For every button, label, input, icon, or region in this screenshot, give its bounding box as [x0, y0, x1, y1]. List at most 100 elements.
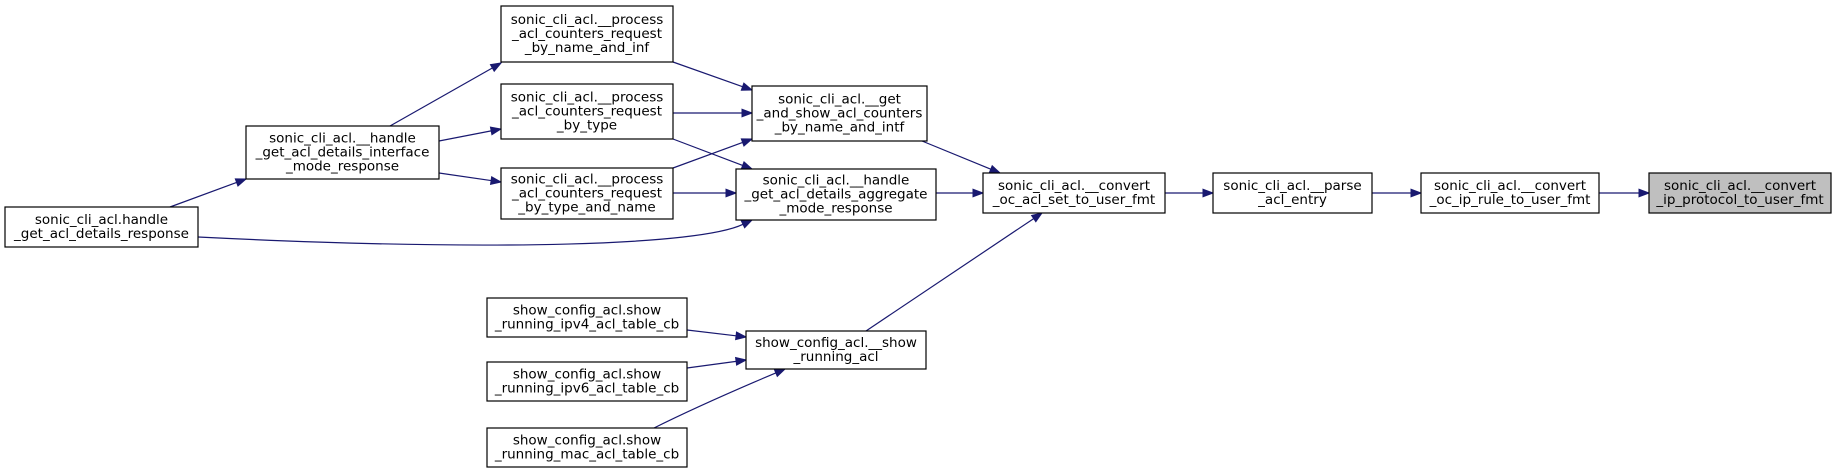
edge-handle_aggregate-to-convert_oc_acl_set [936, 188, 985, 198]
node-ipv6-cb[interactable]: show_config_acl.show_running_ipv6_acl_ta… [486, 361, 688, 402]
node-box [1420, 172, 1600, 214]
node-label-line: _mode_response [285, 159, 399, 175]
arrow-head [741, 108, 754, 118]
arrow-head [489, 126, 503, 136]
edge-line [672, 138, 743, 167]
edge-line [389, 67, 493, 127]
node-label-line: _running_ipv4_acl_table_cb [494, 317, 679, 333]
node-label-line: _acl_counters_request [511, 26, 662, 42]
arrow-head [740, 82, 754, 91]
node-process-type[interactable]: sonic_cli_acl.__process_acl_counters_req… [500, 83, 674, 140]
node-label-line: sonic_cli_acl.__process [511, 90, 664, 106]
arrow-head [740, 161, 754, 170]
edge-line [197, 223, 744, 246]
edge-get_and_show-to-convert_oc_acl_set [921, 140, 1002, 174]
node-label-line: sonic_cli_acl.handle [35, 212, 168, 228]
node-show-running-acl[interactable]: show_config_acl.__show_running_acl [745, 330, 927, 370]
edge-ipv4_cb-to-show_running_acl [686, 329, 748, 341]
edge-handle_response-to-handle_aggregate [197, 219, 754, 246]
node-box [1212, 172, 1373, 214]
node-label-line: _oc_acl_set_to_user_fmt [992, 192, 1155, 208]
node-box [1648, 172, 1832, 214]
node-label-line: _acl_entry [1257, 192, 1327, 208]
arrow-head [1638, 188, 1651, 198]
arrow-head [234, 178, 248, 187]
node-label-line: show_config_acl.show [513, 303, 661, 319]
node-label-line: _by_type_and_name [517, 200, 655, 216]
node-label-line: sonic_cli_acl.__handle [763, 173, 910, 189]
node-handle-interface[interactable]: sonic_cli_acl.__handle_get_acl_details_i… [245, 125, 440, 180]
node-convert-oc-ip-rule[interactable]: sonic_cli_acl.__convert_oc_ip_rule_to_us… [1420, 172, 1600, 214]
node-label-line: _mode_response [778, 201, 892, 217]
node-label-line: _acl_counters_request [511, 186, 662, 202]
edge-handle_interface-to-process_type [438, 126, 503, 142]
node-box [4, 206, 199, 248]
node-label-line: _running_ipv6_acl_table_cb [494, 381, 679, 397]
arrow-head [735, 331, 748, 341]
arrow-head [988, 164, 1002, 174]
node-process-type-name[interactable]: sonic_cli_acl.__process_acl_counters_req… [500, 167, 674, 220]
node-convert-oc-acl-set[interactable]: sonic_cli_acl.__convert_oc_acl_set_to_us… [982, 172, 1166, 214]
edge-convert_oc_ip_rule-to-convert_ip_protocol [1599, 188, 1651, 198]
node-box [751, 85, 928, 142]
node-box [745, 330, 927, 370]
edge-line [672, 141, 743, 169]
arrow-head [740, 138, 754, 147]
node-handle-aggregate[interactable]: sonic_cli_acl.__handle_get_acl_details_a… [735, 168, 937, 221]
arrow-head [1202, 188, 1215, 198]
arrow-head [734, 356, 748, 366]
node-label-line: _acl_counters_request [511, 104, 662, 120]
node-box [486, 297, 688, 338]
node-box [735, 168, 937, 221]
node-box [500, 83, 674, 140]
edge-line [653, 372, 777, 429]
node-box [245, 125, 440, 180]
arrow-head [725, 188, 738, 198]
node-label-line: _running_acl [792, 349, 878, 365]
node-label-line: sonic_cli_acl.__process [511, 12, 664, 28]
node-handle-response[interactable]: sonic_cli_acl.handle_get_acl_details_res… [4, 206, 199, 248]
node-label-line: show_config_acl.show [513, 433, 661, 449]
arrow-head [740, 219, 754, 229]
node-convert-ip-protocol[interactable]: sonic_cli_acl.__convert_ip_protocol_to_u… [1648, 172, 1832, 214]
edge-convert_oc_acl_set-to-parse_acl_entry [1165, 188, 1215, 198]
node-label-line: _get_acl_details_aggregate [743, 187, 927, 203]
node-label-line: _by_name_and_intf [774, 120, 906, 136]
node-label-line: _ip_protocol_to_user_fmt [1655, 192, 1823, 208]
node-parse-acl-entry[interactable]: sonic_cli_acl.__parse_acl_entry [1212, 172, 1373, 214]
node-label-line: sonic_cli_acl.__convert [1434, 178, 1586, 194]
edge-show_running_acl-to-convert_oc_acl_set [865, 212, 1044, 332]
node-box [500, 167, 674, 220]
node-label-line: _running_mac_acl_table_cb [494, 447, 679, 463]
node-label-line: _by_name_and_inf [524, 40, 651, 56]
node-box [486, 361, 688, 402]
edge-process_type_name-to-get_and_show [672, 138, 754, 169]
node-label-line: _and_show_acl_counters [756, 106, 923, 122]
node-box [500, 5, 674, 63]
edge-process_type-to-get_and_show [673, 108, 754, 118]
edges-layer [169, 61, 1651, 429]
edge-line [438, 130, 492, 142]
node-label-line: show_config_acl.__show [755, 335, 917, 351]
node-ipv4-cb[interactable]: show_config_acl.show_running_ipv4_acl_ta… [486, 297, 688, 338]
node-box [982, 172, 1166, 214]
node-get-and-show[interactable]: sonic_cli_acl.__get_and_show_acl_counter… [751, 85, 928, 142]
edge-line [921, 140, 991, 170]
edge-ipv6_cb-to-show_running_acl [686, 356, 748, 369]
edge-process_type_name-to-handle_aggregate [673, 188, 738, 198]
node-mac-cb[interactable]: show_config_acl.show_running_mac_acl_tab… [486, 427, 688, 468]
arrow-head [972, 188, 985, 198]
node-process-name-inf[interactable]: sonic_cli_acl.__process_acl_counters_req… [500, 5, 674, 63]
node-label-line: _oc_ip_rule_to_user_fmt [1429, 192, 1591, 208]
arrow-head [773, 368, 787, 378]
edge-parse_acl_entry-to-convert_oc_ip_rule [1372, 188, 1423, 198]
node-label-line: sonic_cli_acl.__get [778, 92, 901, 108]
edge-handle_interface-to-process_name_inf [389, 62, 503, 127]
node-label-line: _get_acl_details_interface [255, 145, 430, 161]
edge-line [865, 218, 1035, 332]
edge-line [686, 360, 737, 369]
arrow-head [489, 62, 503, 73]
arrow-head [489, 176, 503, 185]
node-box [486, 427, 688, 468]
